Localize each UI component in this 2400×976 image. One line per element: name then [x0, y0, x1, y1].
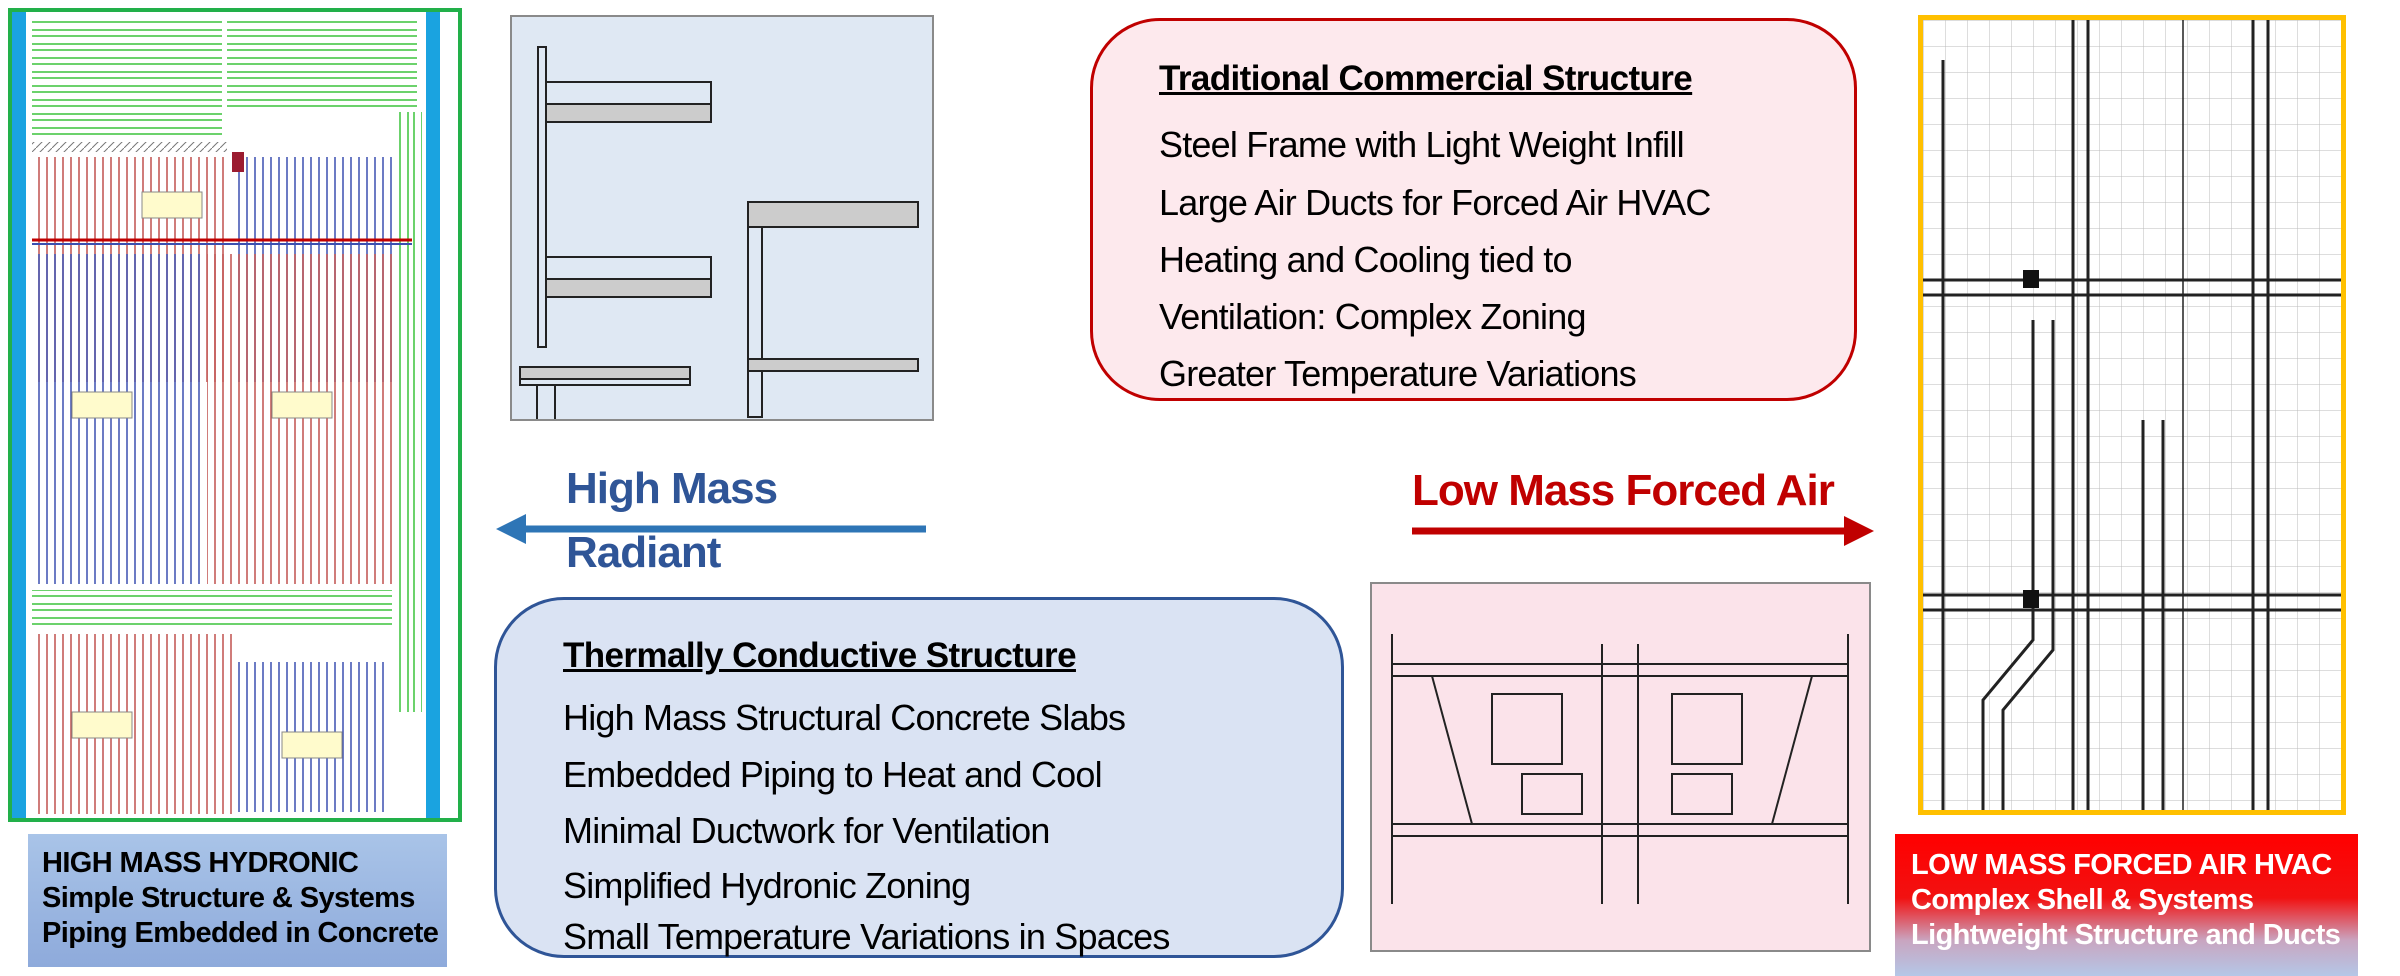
hydronic-floor-plan-image — [8, 8, 462, 822]
thermally-conductive-title: Thermally Conductive Structure — [563, 636, 1077, 675]
caption-title: HIGH MASS HYDRONIC — [42, 847, 359, 879]
traditional-line: Large Air Ducts for Forced Air HVAC — [1159, 182, 1711, 223]
traditional-line: Steel Frame with Light Weight Infill — [1159, 124, 1685, 165]
caption-line: Lightweight Structure and Ducts — [1911, 919, 2341, 951]
traditional-structure-title: Traditional Commercial Structure — [1159, 59, 1693, 98]
thermally-conductive-box: Thermally Conductive Structure High Mass… — [494, 597, 1344, 958]
traditional-line: Greater Temperature Variations — [1159, 353, 1637, 394]
thermal-line: Minimal Ductwork for Ventilation — [563, 810, 1050, 851]
caption-line: Simple Structure & Systems — [42, 882, 415, 914]
caption-line: Piping Embedded in Concrete — [42, 917, 439, 949]
thermal-line: Simplified Hydronic Zoning — [563, 865, 971, 906]
low-mass-forced-air-caption: LOW MASS FORCED AIR HVAC Complex Shell &… — [1895, 834, 2358, 976]
low-mass-forced-air-label: Low Mass Forced Air — [1412, 466, 1835, 515]
steel-frame-section-image — [1370, 582, 1871, 952]
traditional-structure-box: Traditional Commercial Structure Steel F… — [1090, 18, 1857, 401]
high-mass-label: High Mass — [566, 464, 778, 513]
left-arrow-icon — [496, 514, 926, 544]
thermal-line: Embedded Piping to Heat and Cool — [563, 754, 1103, 795]
traditional-line: Ventilation: Complex Zoning — [1159, 296, 1586, 337]
thermal-line: Small Temperature Variations in Spaces — [563, 916, 1170, 957]
caption-line: Complex Shell & Systems — [1911, 884, 2254, 916]
radiant-label: Radiant — [566, 528, 721, 577]
high-mass-hydronic-caption: HIGH MASS HYDRONIC Simple Structure & Sy… — [28, 834, 447, 967]
ductwork-plan-image — [1918, 15, 2346, 815]
thermal-line: High Mass Structural Concrete Slabs — [563, 697, 1126, 738]
traditional-line: Heating and Cooling tied to — [1159, 239, 1573, 280]
right-arrow-icon — [1412, 516, 1874, 546]
caption-title: LOW MASS FORCED AIR HVAC — [1911, 849, 2332, 881]
concrete-slab-section-image — [510, 15, 934, 526]
